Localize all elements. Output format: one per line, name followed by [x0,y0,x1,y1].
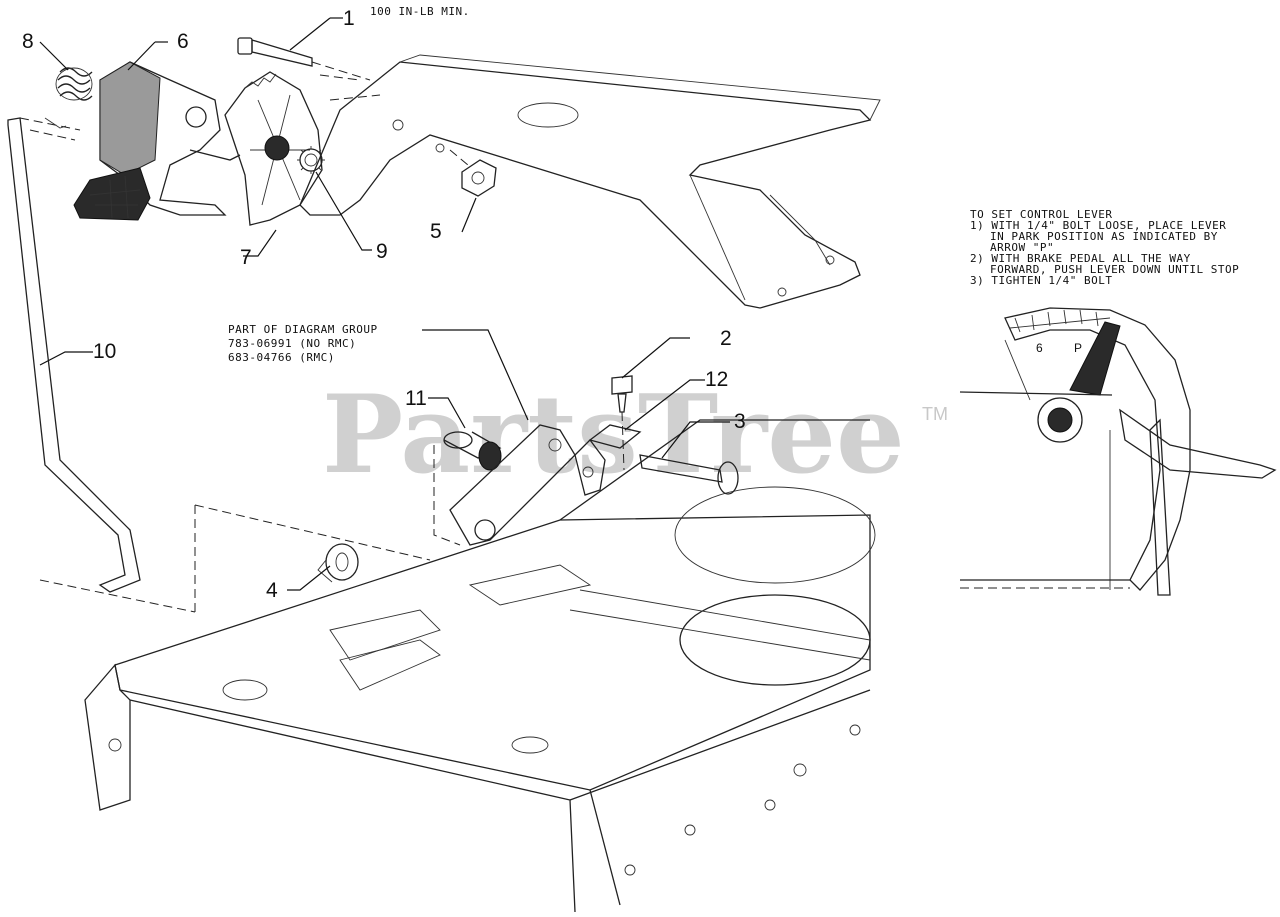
watermark-text: PartsTree [322,372,905,498]
group-note-line1: PART OF DIAGRAM GROUP [228,323,378,336]
callout-8: 8 [22,30,34,53]
instructions-note: TO SET CONTROL LEVER 1) WITH 1/4" BOLT L… [970,208,1239,287]
callout-6: 6 [177,30,189,53]
callout-9: 9 [376,240,388,263]
part-4-bushing [317,543,359,583]
callout-10: 10 [93,340,116,363]
instructions-step2-b: FORWARD, PUSH LEVER DOWN UNTIL STOP [990,263,1239,276]
part-11-spacer [433,431,502,546]
lower-frame [39,419,876,913]
instructions-step1-b: IN PARK POSITION AS INDICATED BY [990,230,1218,243]
part-3-pin [639,454,739,495]
instructions-step1-c: ARROW "P" [990,241,1054,254]
callout-4: 4 [266,579,278,602]
torque-note: 100 IN-LB MIN. [370,5,470,18]
detail-mark-p: P [1074,341,1082,355]
instructions-title: TO SET CONTROL LEVER [970,208,1112,221]
part-8-spring [55,67,93,101]
part-12-bracket [574,424,642,496]
part-2-screw [611,375,633,471]
group-note: PART OF DIAGRAM GROUP 783-06991 (NO RMC)… [228,323,378,364]
group-note-line2: 783-06991 (NO RMC) [228,337,356,350]
upper-bracket [299,54,881,309]
part-6-pedal-housing [73,61,241,221]
part-9-pinion [297,146,325,174]
callout-1: 1 [343,7,355,30]
detail-view [959,307,1277,596]
part-7-sector-gear [224,71,323,226]
callout-12: 12 [705,368,728,391]
leader-lines [39,17,730,591]
detail-mark-six: 6 [1036,341,1043,355]
part-1-bolt [237,37,371,81]
watermark-trademark: TM [922,404,948,424]
callout-3: 3 [734,410,746,433]
callout-numbers: 1 2 3 4 5 6 7 8 9 10 11 12 [22,7,746,602]
callout-5: 5 [430,220,442,243]
callout-2: 2 [720,327,732,350]
callout-7: 7 [240,246,252,269]
instructions-step2-a: 2) WITH BRAKE PEDAL ALL THE WAY [970,252,1191,265]
instructions-step3: 3) TIGHTEN 1/4" BOLT [970,274,1112,287]
group-note-line3: 683-04766 (RMC) [228,351,335,364]
part-5-washer [449,149,497,197]
instructions-step1-a: 1) WITH 1/4" BOLT LOOSE, PLACE LEVER [970,219,1226,232]
detail-marks: 6 P [1036,341,1082,355]
callout-11: 11 [405,387,427,410]
part-10-rod [7,117,141,593]
